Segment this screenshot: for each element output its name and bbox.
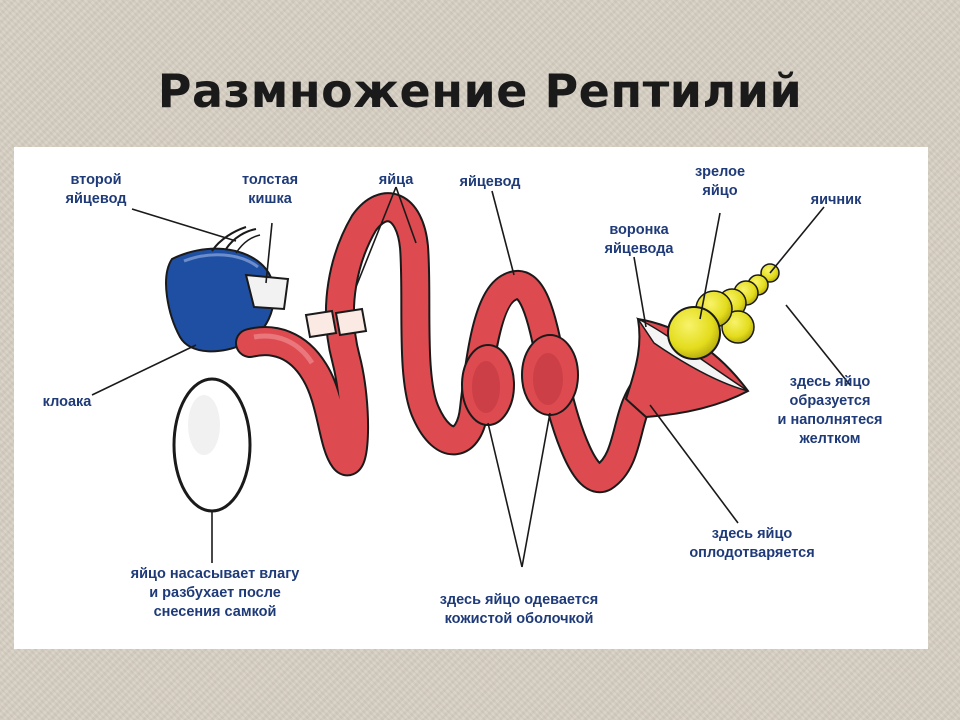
label-mature-egg: зрелое яйцо <box>694 164 746 199</box>
label-cloaca: клоака <box>42 394 92 410</box>
label-ovary: яичник <box>810 192 862 208</box>
reproductive-system-diagram <box>91 186 851 568</box>
diagram-panel: второй яйцевод толстая кишка яйца яйцево… <box>14 147 928 649</box>
leader-lines <box>91 186 851 568</box>
label-second-oviduct: второй яйцевод <box>65 172 127 207</box>
oviduct-eggs <box>304 307 368 339</box>
label-fertilized: здесь яйцо оплодотваряется <box>689 526 815 561</box>
second-oviduct-organ <box>211 226 261 254</box>
label-large-intestine: толстая кишка <box>241 172 299 207</box>
large-intestine-organ <box>244 273 290 311</box>
laid-egg <box>172 377 252 513</box>
label-oviduct-funnel: воронка яйцевода <box>604 222 674 257</box>
ovary-organ <box>667 263 780 360</box>
label-laid-egg: яйцо насасывает влагу и разбухает после … <box>130 566 300 620</box>
page-title: Размножение Рептилий <box>157 64 803 118</box>
label-eggs: яйца <box>378 172 414 188</box>
label-oviduct: яйцевод <box>459 174 521 190</box>
oviduct-tube <box>235 192 685 493</box>
label-leathery-shell: здесь яйцо одевается кожистой оболочкой <box>439 592 599 627</box>
label-yolk-forming: здесь яйцо образуется и наполнятеся желт… <box>777 374 883 447</box>
